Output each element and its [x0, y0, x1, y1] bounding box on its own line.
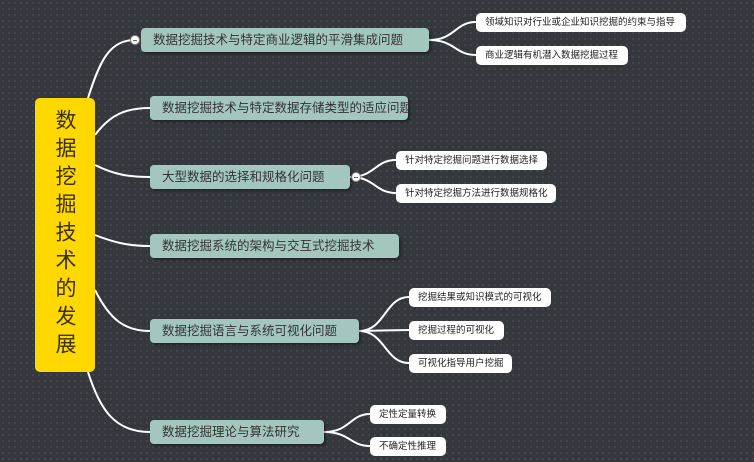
- leaf-node[interactable]: 商业逻辑有机潜入数据挖掘过程: [476, 46, 628, 65]
- leaf-node[interactable]: 针对特定挖掘方法进行数据规格化: [396, 184, 556, 203]
- leaf-node[interactable]: 定性定量转换: [370, 405, 446, 424]
- collapse-icon[interactable]: [130, 35, 140, 45]
- branch-node[interactable]: 大型数据的选择和规格化问题: [150, 165, 350, 189]
- collapse-icon[interactable]: [351, 172, 361, 182]
- leaf-node[interactable]: 不确定性推理: [370, 437, 446, 456]
- root-node[interactable]: 数据挖掘技术的发展: [35, 98, 95, 372]
- leaf-node[interactable]: 挖掘过程的可视化: [409, 321, 504, 340]
- leaf-node[interactable]: 针对特定挖掘问题进行数据选择: [396, 151, 547, 170]
- branch-node[interactable]: 数据挖掘技术与特定商业逻辑的平滑集成问题: [141, 28, 429, 52]
- branch-node[interactable]: 数据挖掘理论与算法研究: [150, 420, 324, 444]
- leaf-node[interactable]: 可视化指导用户挖掘: [409, 354, 512, 373]
- leaf-node[interactable]: 挖掘结果或知识模式的可视化: [409, 288, 551, 307]
- branch-node[interactable]: 数据挖掘语言与系统可视化问题: [150, 319, 359, 343]
- branch-node[interactable]: 数据挖掘系统的架构与交互式挖掘技术: [150, 234, 399, 258]
- branch-node[interactable]: 数据挖掘技术与特定数据存储类型的适应问题: [150, 96, 412, 120]
- root-label: 数据挖掘技术的发展: [53, 109, 77, 361]
- leaf-node[interactable]: 领域知识对行业或企业知识挖掘的约束与指导: [476, 13, 686, 32]
